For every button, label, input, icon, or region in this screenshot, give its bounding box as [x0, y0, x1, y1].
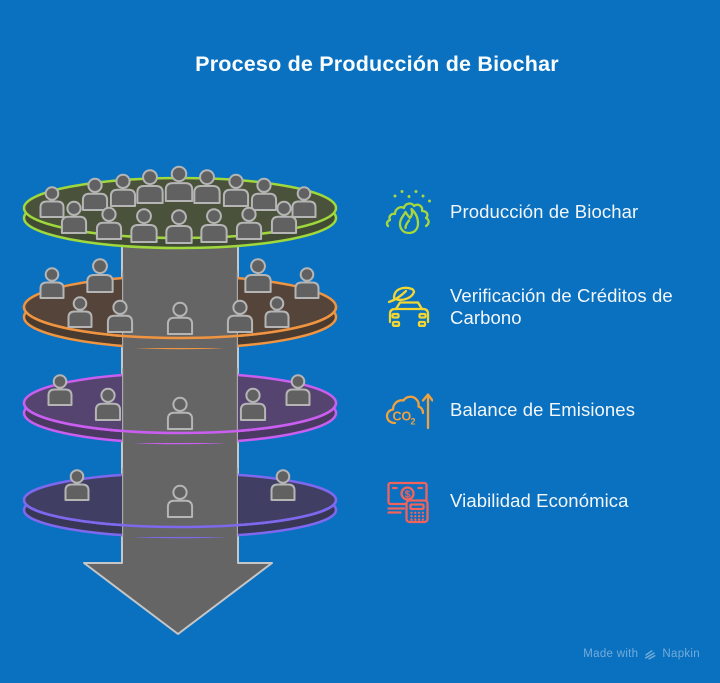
co2-label: CO — [393, 410, 412, 424]
person-figure — [64, 469, 90, 501]
person-figure — [39, 267, 65, 299]
funnel-layer-2 — [22, 258, 338, 350]
person-figure — [47, 374, 73, 406]
legend-item-biochar-production: Producción de Biochar — [385, 184, 702, 240]
person-figure — [39, 186, 65, 218]
disc-front-edge — [22, 306, 338, 340]
person-figure — [166, 484, 194, 518]
co2-subscript: 2 — [411, 417, 416, 427]
funnel-layer-1 — [22, 165, 338, 250]
person-figure — [222, 173, 250, 207]
car-headlight-left — [391, 312, 400, 319]
person-figure — [60, 200, 88, 234]
footer-credit: Made with Napkin — [583, 647, 700, 661]
legend-item-emissions-balance: CO 2 Balance de Emisiones — [385, 382, 702, 438]
person-figure — [200, 208, 228, 243]
spark-dots — [393, 190, 431, 203]
co2-cloud-arrow-icon: CO 2 — [385, 386, 433, 434]
legend-item-carbon-credit-verification: Verificación de Créditos de Carbono — [385, 279, 702, 335]
up-arrow — [421, 393, 433, 430]
biochar-mound — [385, 202, 430, 228]
person-figure — [193, 169, 221, 204]
cloud — [385, 395, 425, 425]
funnel-layer-4 — [22, 468, 338, 539]
dollar-sign: $ — [405, 488, 411, 500]
disc-front-edge — [22, 499, 338, 529]
car-wheel-left — [391, 320, 401, 327]
made-with-text: Made with — [583, 648, 639, 660]
napkin-logo-icon — [645, 650, 656, 660]
leaf-stem — [387, 289, 408, 304]
legend-label: Balance de Emisiones — [450, 399, 636, 421]
banknote-coin — [400, 486, 415, 501]
disc-front-edge — [22, 402, 338, 435]
legend-label: Viabilidad Económica — [450, 490, 629, 512]
person-figure — [270, 469, 296, 501]
person-figure — [109, 173, 137, 207]
eco-car-icon — [385, 283, 433, 331]
person-figure — [264, 296, 290, 328]
funnel-diagram — [22, 165, 338, 635]
person-figure — [95, 206, 123, 240]
person-figure — [86, 258, 114, 293]
person-figure — [226, 299, 254, 333]
car-body — [388, 307, 430, 324]
person-figure — [235, 206, 263, 240]
person-figure — [136, 169, 164, 204]
person-figure — [270, 200, 298, 234]
flame-inner — [404, 219, 411, 230]
person-figure — [166, 301, 194, 335]
brand-name: Napkin — [662, 648, 700, 660]
person-figure — [165, 209, 193, 244]
person-figure — [244, 258, 272, 293]
person-figure — [81, 177, 109, 211]
person-figure — [130, 208, 158, 243]
calculator-buttons — [410, 511, 425, 521]
car-headlight-right — [418, 312, 427, 319]
person-figure — [291, 186, 317, 218]
person-figure — [164, 165, 194, 202]
cash-calculator-icon: $ — [385, 477, 433, 525]
person-figure — [106, 299, 134, 333]
person-figure — [94, 387, 122, 421]
biochar-fire-icon — [385, 188, 433, 236]
funnel-layer-3 — [22, 368, 338, 445]
person-figure — [250, 177, 278, 211]
page-title: Proceso de Producción de Biochar — [195, 52, 559, 76]
calculator-screen — [409, 503, 425, 511]
legend-label: Verificación de Créditos de Carbono — [450, 285, 673, 328]
legend-item-economic-viability: $ Viabilidad Económica — [385, 473, 702, 529]
person-figure — [239, 387, 267, 421]
person-figure — [67, 296, 93, 328]
car-windshield — [394, 301, 424, 311]
person-figure — [166, 396, 194, 430]
person-figure — [285, 374, 311, 406]
car-wheel-right — [417, 320, 427, 327]
person-figure — [294, 267, 320, 299]
legend-label: Producción de Biochar — [450, 201, 639, 223]
